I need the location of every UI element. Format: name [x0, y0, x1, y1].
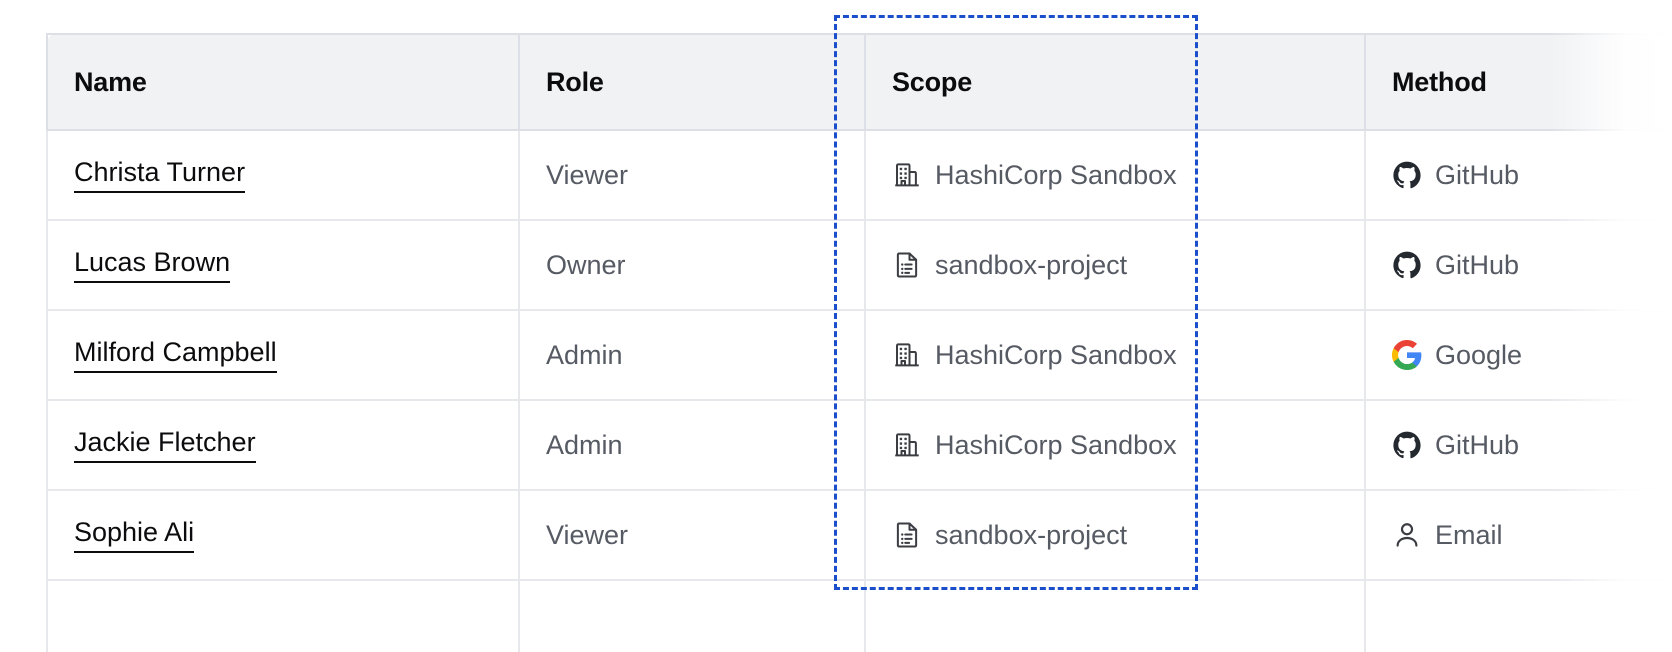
scope-label: sandbox-project [935, 249, 1128, 280]
scope-label: HashiCorp Sandbox [935, 339, 1177, 370]
table-header-row: Name Role Scope Method [46, 33, 1672, 131]
method-content: Google [1392, 340, 1672, 371]
column-header-method[interactable]: Method [1365, 33, 1672, 131]
cell-partial [1365, 580, 1672, 652]
cell-name: Jackie Fletcher [46, 400, 520, 491]
github-icon [1392, 160, 1422, 190]
cell-role: Admin [519, 400, 866, 491]
table-row[interactable]: Christa Turner Viewer HashiCorp Sandbox Git… [46, 130, 1672, 221]
method-label: Email [1435, 519, 1503, 550]
method-content: GitHub [1392, 160, 1672, 191]
cell-method: Google [1365, 310, 1672, 401]
cell-method: GitHub [1365, 130, 1672, 221]
project-document-icon [892, 250, 922, 280]
github-icon [1392, 430, 1422, 460]
user-name-link[interactable]: Jackie Fletcher [74, 427, 256, 463]
method-content: GitHub [1392, 250, 1672, 281]
cell-method: GitHub [1365, 400, 1672, 491]
scope-label: HashiCorp Sandbox [935, 429, 1177, 460]
table-row[interactable]: Jackie Fletcher Admin HashiCorp Sandbox Git… [46, 400, 1672, 491]
column-header-role[interactable]: Role [519, 33, 866, 131]
role-label: Viewer [546, 519, 629, 550]
scope-label: sandbox-project [935, 519, 1128, 550]
cell-name: Sophie Ali [46, 490, 520, 581]
scope-content: HashiCorp Sandbox [892, 340, 1364, 371]
organization-building-icon [892, 160, 922, 190]
role-label: Admin [546, 429, 623, 460]
cell-scope: HashiCorp Sandbox [865, 310, 1366, 401]
user-name-link[interactable]: Christa Turner [74, 157, 246, 193]
column-header-scope[interactable]: Scope [865, 33, 1366, 131]
role-label: Owner [546, 249, 626, 280]
method-label: GitHub [1435, 159, 1520, 190]
role-label: Viewer [546, 159, 629, 190]
cell-scope: HashiCorp Sandbox [865, 400, 1366, 491]
user-person-icon [1392, 520, 1422, 550]
google-icon [1392, 340, 1422, 370]
method-content: Email [1392, 520, 1672, 551]
github-icon [1392, 250, 1422, 280]
cell-method: Email [1365, 490, 1672, 581]
scope-content: HashiCorp Sandbox [892, 160, 1364, 191]
method-label: GitHub [1435, 429, 1520, 460]
cell-scope: sandbox-project [865, 220, 1366, 311]
cell-role: Viewer [519, 130, 866, 221]
method-label: GitHub [1435, 249, 1520, 280]
cell-partial [865, 580, 1366, 652]
cell-role: Admin [519, 310, 866, 401]
method-content: GitHub [1392, 430, 1672, 461]
cell-role: Viewer [519, 490, 866, 581]
cell-name: Lucas Brown [46, 220, 520, 311]
cell-method: GitHub [1365, 220, 1672, 311]
method-label: Google [1435, 339, 1523, 370]
cell-scope: HashiCorp Sandbox [865, 130, 1366, 221]
organization-building-icon [892, 430, 922, 460]
organization-building-icon [892, 340, 922, 370]
column-header-name[interactable]: Name [46, 33, 520, 131]
table-row[interactable]: Milford Campbell Admin HashiCorp Sandbox Go… [46, 310, 1672, 401]
cell-scope: sandbox-project [865, 490, 1366, 581]
user-name-link[interactable]: Lucas Brown [74, 247, 231, 283]
project-document-icon [892, 520, 922, 550]
scope-label: HashiCorp Sandbox [935, 159, 1177, 190]
table-row[interactable]: Lucas Brown Owner sandbox-project GitHub [46, 220, 1672, 311]
scope-content: sandbox-project [892, 250, 1364, 281]
cell-name: Milford Campbell [46, 310, 520, 401]
table-row[interactable]: Sophie Ali Viewer sandbox-project Email [46, 490, 1672, 581]
table-header: Name Role Scope Method [46, 33, 1672, 131]
role-label: Admin [546, 339, 623, 370]
cell-partial [519, 580, 866, 652]
user-name-link[interactable]: Sophie Ali [74, 517, 195, 553]
cell-name: Christa Turner [46, 130, 520, 221]
scope-content: sandbox-project [892, 520, 1364, 551]
scope-content: HashiCorp Sandbox [892, 430, 1364, 461]
cell-role: Owner [519, 220, 866, 311]
user-name-link[interactable]: Milford Campbell [74, 337, 277, 373]
table-row-partial[interactable] [46, 580, 1672, 652]
cell-partial [46, 580, 520, 652]
